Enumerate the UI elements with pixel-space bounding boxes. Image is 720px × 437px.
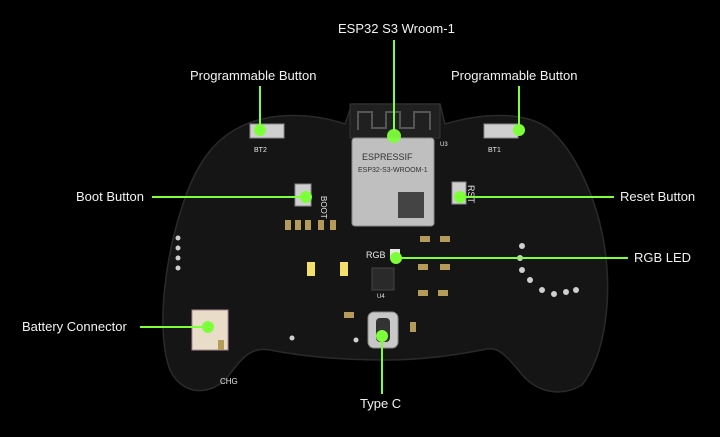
bt1-switch xyxy=(483,123,519,139)
module-name-text: ESP32-S3-WROOM-1 xyxy=(358,167,428,174)
label-battery: Battery Connector xyxy=(22,319,127,334)
boot-silk: BOOT xyxy=(319,196,328,219)
label-boot: Boot Button xyxy=(76,189,144,204)
callout-dot-typec xyxy=(376,330,388,342)
led-yellow-2 xyxy=(340,262,348,276)
callout-dot-boot xyxy=(300,191,312,203)
u3-silk: U3 xyxy=(440,142,448,148)
callout-dot-reset xyxy=(454,191,466,203)
callout-lines xyxy=(140,40,628,394)
pcb-board xyxy=(162,103,609,393)
module-qr-code xyxy=(398,192,424,218)
label-prog-left: Programmable Button xyxy=(190,68,317,83)
bt2-silk: BT2 xyxy=(254,147,267,154)
callout-dots xyxy=(202,124,525,342)
label-rgb: RGB LED xyxy=(634,250,692,265)
rst-silk: RST xyxy=(466,185,476,204)
u4-chip xyxy=(371,267,395,291)
callout-dot-rgb xyxy=(390,252,402,264)
bt1-silk: BT1 xyxy=(488,147,501,154)
rgb-silk: RGB xyxy=(366,250,386,260)
label-esp32: ESP32 S3 Wroom-1 xyxy=(338,21,455,36)
callout-dot-prog-left xyxy=(254,124,266,136)
chg-silk: CHG xyxy=(220,377,238,386)
smd-components xyxy=(218,220,450,350)
label-reset: Reset Button xyxy=(620,189,696,204)
module-brand-text: ESPRESSIF xyxy=(362,152,413,162)
label-typec: Type C xyxy=(360,396,402,411)
vias xyxy=(175,235,579,343)
callout-dot-esp32 xyxy=(387,129,401,143)
callout-dot-battery xyxy=(202,321,214,333)
u4-silk: U4 xyxy=(377,294,385,300)
callout-dot-prog-right xyxy=(513,124,525,136)
label-prog-right: Programmable Button xyxy=(451,68,578,83)
led-yellow-1 xyxy=(307,262,315,276)
